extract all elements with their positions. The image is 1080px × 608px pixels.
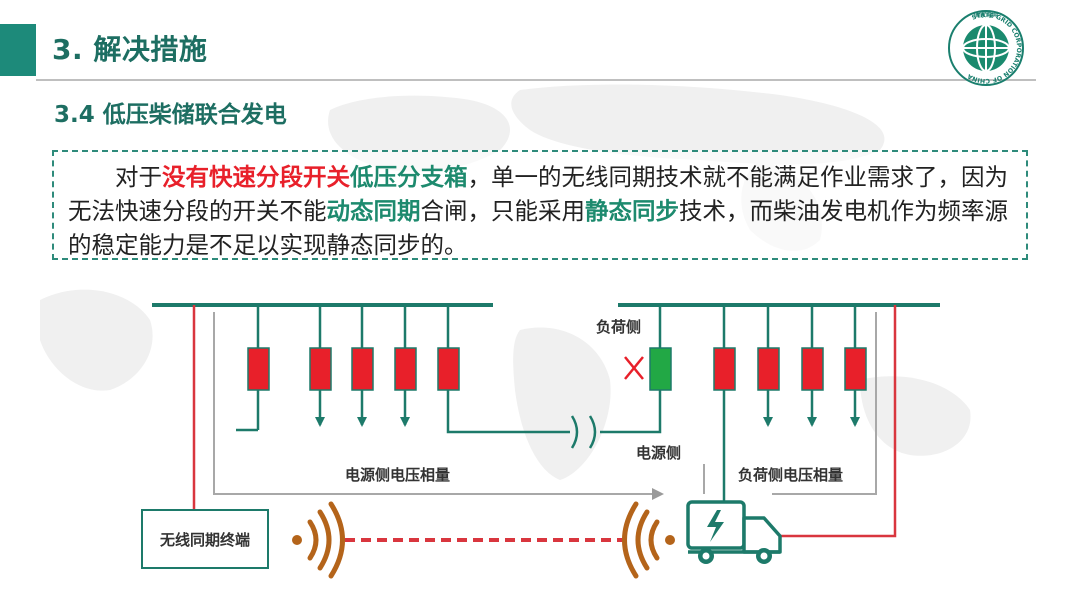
note-seg-7: 技术，而柴油发电机作为频率源的稳定能力是不足以实现静态同步的。 bbox=[68, 197, 1008, 259]
signal-lines bbox=[192, 305, 897, 538]
logo-name: 国家电网 bbox=[974, 11, 998, 19]
explanation-box: 对于没有快速分段开关低压分支箱，单一的无线同期技术就不能满足作业需求了，因为无法… bbox=[52, 150, 1028, 260]
source-voltage-phasor-line bbox=[213, 312, 664, 500]
line-break-symbol bbox=[570, 415, 597, 449]
wireless-signal-icon bbox=[622, 501, 675, 579]
breaker-left-4 bbox=[394, 347, 417, 391]
wireless-sync-terminal bbox=[141, 509, 269, 569]
breaker-right-3 bbox=[801, 347, 824, 391]
breaker-open-tie bbox=[649, 347, 672, 391]
open-switch-x-icon bbox=[624, 356, 644, 380]
note-seg-no-fast-switch: 没有快速分段开关 bbox=[162, 163, 350, 191]
label-source-voltage-phasor: 电源侧电压相量 bbox=[345, 466, 450, 484]
page-title: 3. 解决措施 bbox=[52, 33, 208, 66]
note-seg-branch-box: 低压分支箱 bbox=[350, 163, 468, 191]
note-seg-static-sync: 静态同步 bbox=[585, 197, 679, 225]
breaker-left-2 bbox=[309, 347, 332, 391]
title-divider bbox=[36, 79, 1036, 81]
title-accent-bar bbox=[0, 24, 36, 76]
right-feeders bbox=[658, 305, 860, 505]
section-subtitle: 3.4 低压柴储联合发电 bbox=[54, 102, 287, 128]
breaker-left-3 bbox=[351, 347, 374, 391]
label-load-voltage-phasor: 负荷侧电压相量 bbox=[738, 466, 843, 484]
breaker-right-2 bbox=[757, 347, 780, 391]
note-seg-dynamic-sync: 动态同期 bbox=[326, 197, 421, 225]
note-seg-5: 合闸，只能采用 bbox=[420, 197, 586, 225]
note-seg-0: 对于 bbox=[115, 163, 162, 191]
breaker-left-5 bbox=[437, 347, 460, 391]
terminal-label: 无线同期终端 bbox=[159, 531, 250, 549]
generator-truck-icon bbox=[686, 500, 782, 564]
breaker-right-4 bbox=[844, 347, 867, 391]
load-voltage-phasor-line bbox=[772, 312, 877, 495]
label-source-side: 电源侧 bbox=[636, 444, 681, 462]
left-feeders bbox=[236, 305, 662, 434]
state-grid-globe-icon: STATE GRID CORPORATION OF CHINA 国家电网 bbox=[948, 10, 1024, 86]
breaker-left-1 bbox=[247, 347, 270, 391]
label-load-side: 负荷侧 bbox=[596, 318, 641, 336]
circuit-diagram: 负荷侧 电源侧 电源侧电压相量 负荷侧电压相量 无线同期终端 bbox=[141, 303, 940, 579]
explanation-text: 对于没有快速分段开关低压分支箱，单一的无线同期技术就不能满足作业需求了，因为无法… bbox=[68, 160, 1012, 262]
wireless-signal-icon bbox=[292, 501, 345, 579]
breaker-right-1 bbox=[713, 347, 736, 391]
note-seg-3: ，单一的无线同期技术就不能满足作业需求了，因为无法快速分段的开关不能 bbox=[68, 163, 1008, 225]
